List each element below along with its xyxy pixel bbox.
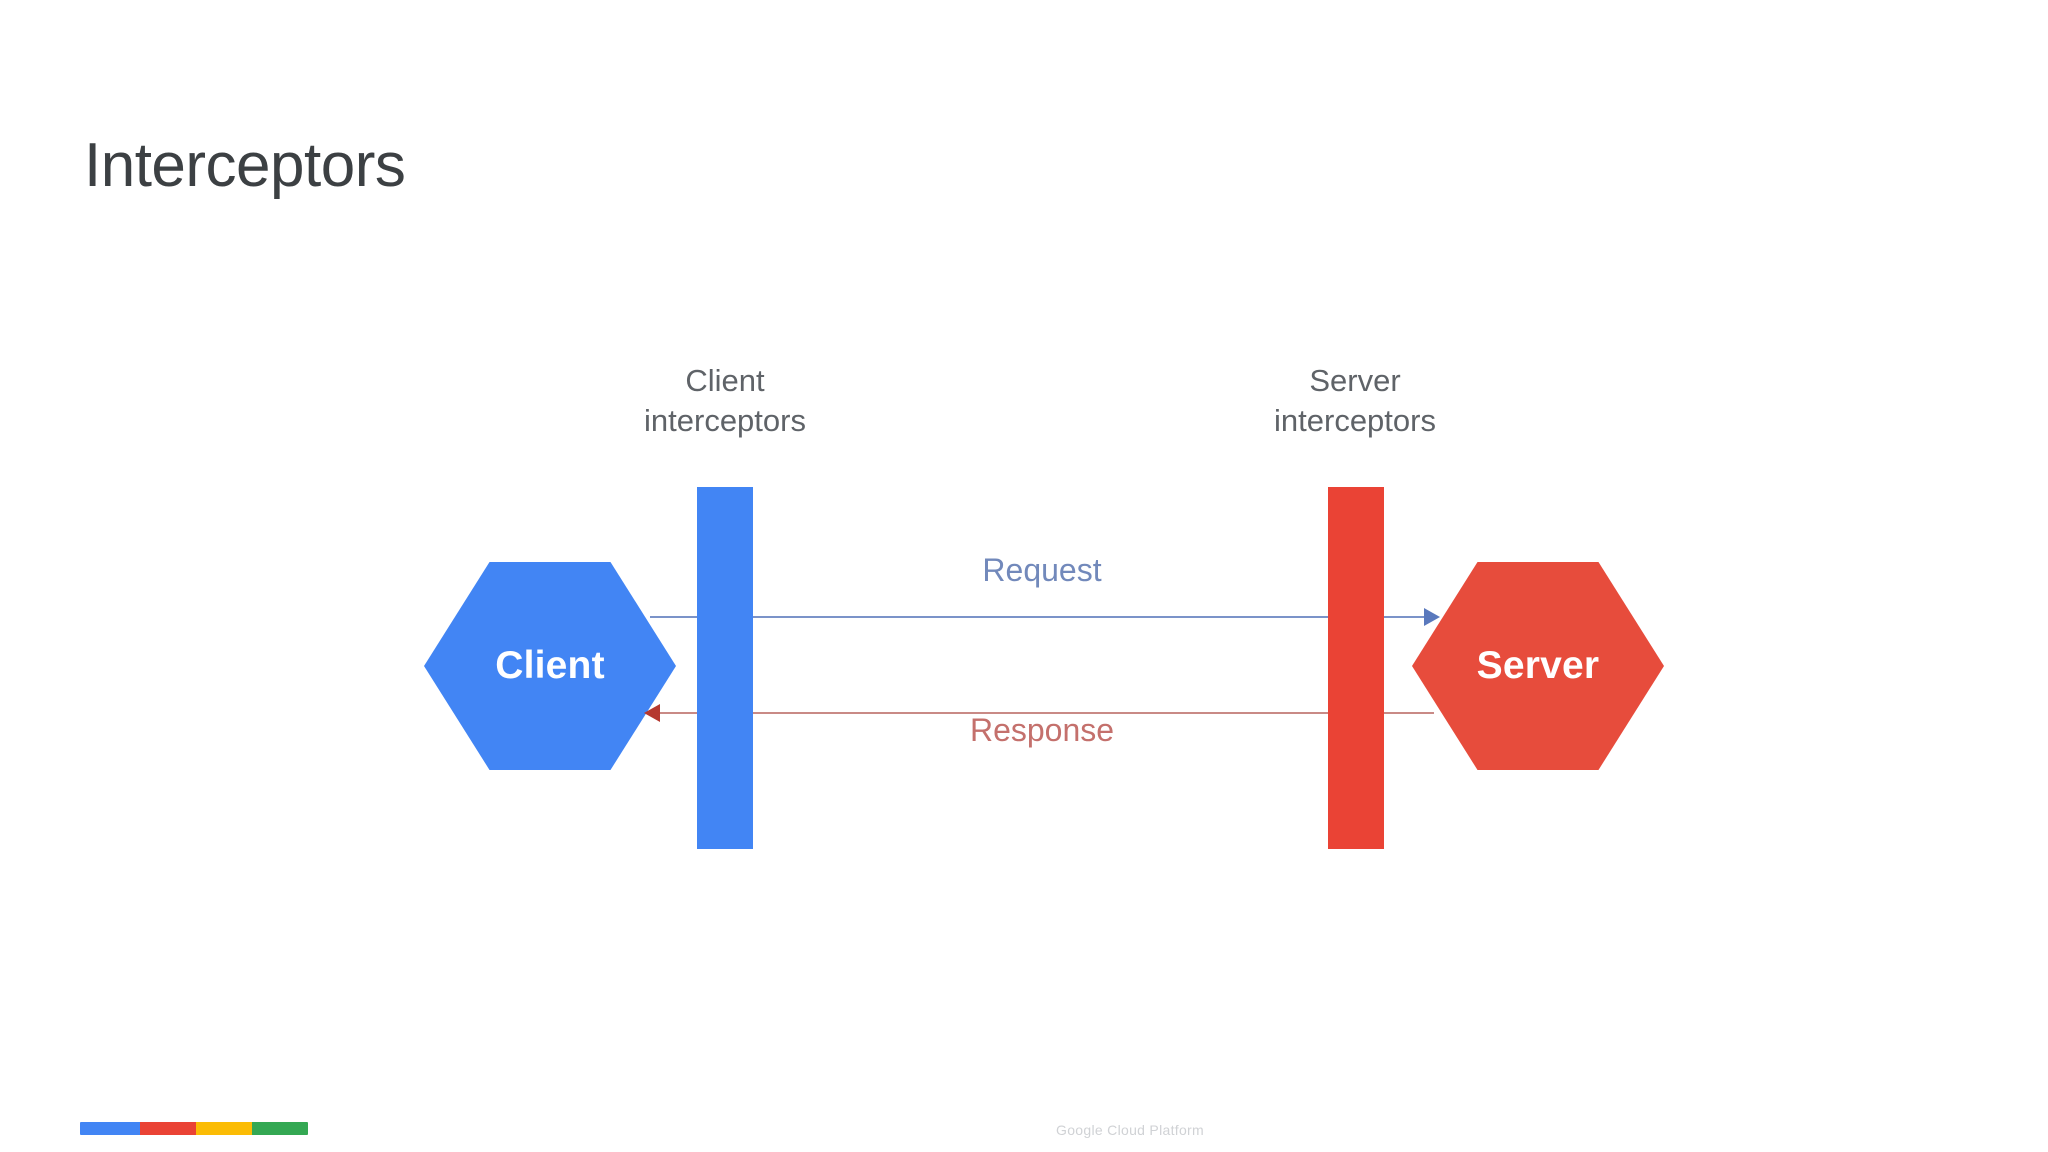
request-flow-line (650, 616, 1434, 618)
arrow-right-icon (1424, 608, 1440, 626)
google-brand-bar (80, 1122, 308, 1135)
client-interceptors-label: Client interceptors (560, 361, 890, 440)
client-node: Client (424, 562, 676, 770)
page-title: Interceptors (84, 130, 406, 200)
server-interceptors-label: Server interceptors (1190, 361, 1520, 440)
server-node-label: Server (1476, 644, 1600, 687)
server-interceptors-label-line1: Server (1309, 363, 1401, 398)
request-flow-label: Request (982, 552, 1102, 588)
response-flow-line (650, 712, 1434, 714)
client-interceptors-label-line2: interceptors (644, 402, 806, 438)
brand-bar-segment-green (251, 1122, 308, 1135)
brand-bar-segment-blue (80, 1122, 140, 1135)
arrow-left-icon (644, 704, 660, 722)
brand-bar-segment-yellow (195, 1122, 252, 1135)
brand-bar-segment-red (139, 1122, 196, 1135)
server-interceptor-bar (1328, 487, 1384, 849)
client-node-label: Client (495, 644, 605, 687)
client-interceptors-label-line1: Client (685, 363, 765, 398)
footer-caption: Google Cloud Platform (1056, 1122, 1204, 1138)
server-interceptors-label-line2: interceptors (1274, 402, 1436, 438)
client-interceptor-bar (697, 487, 753, 849)
response-flow-label: Response (969, 712, 1115, 748)
server-node: Server (1412, 562, 1664, 770)
